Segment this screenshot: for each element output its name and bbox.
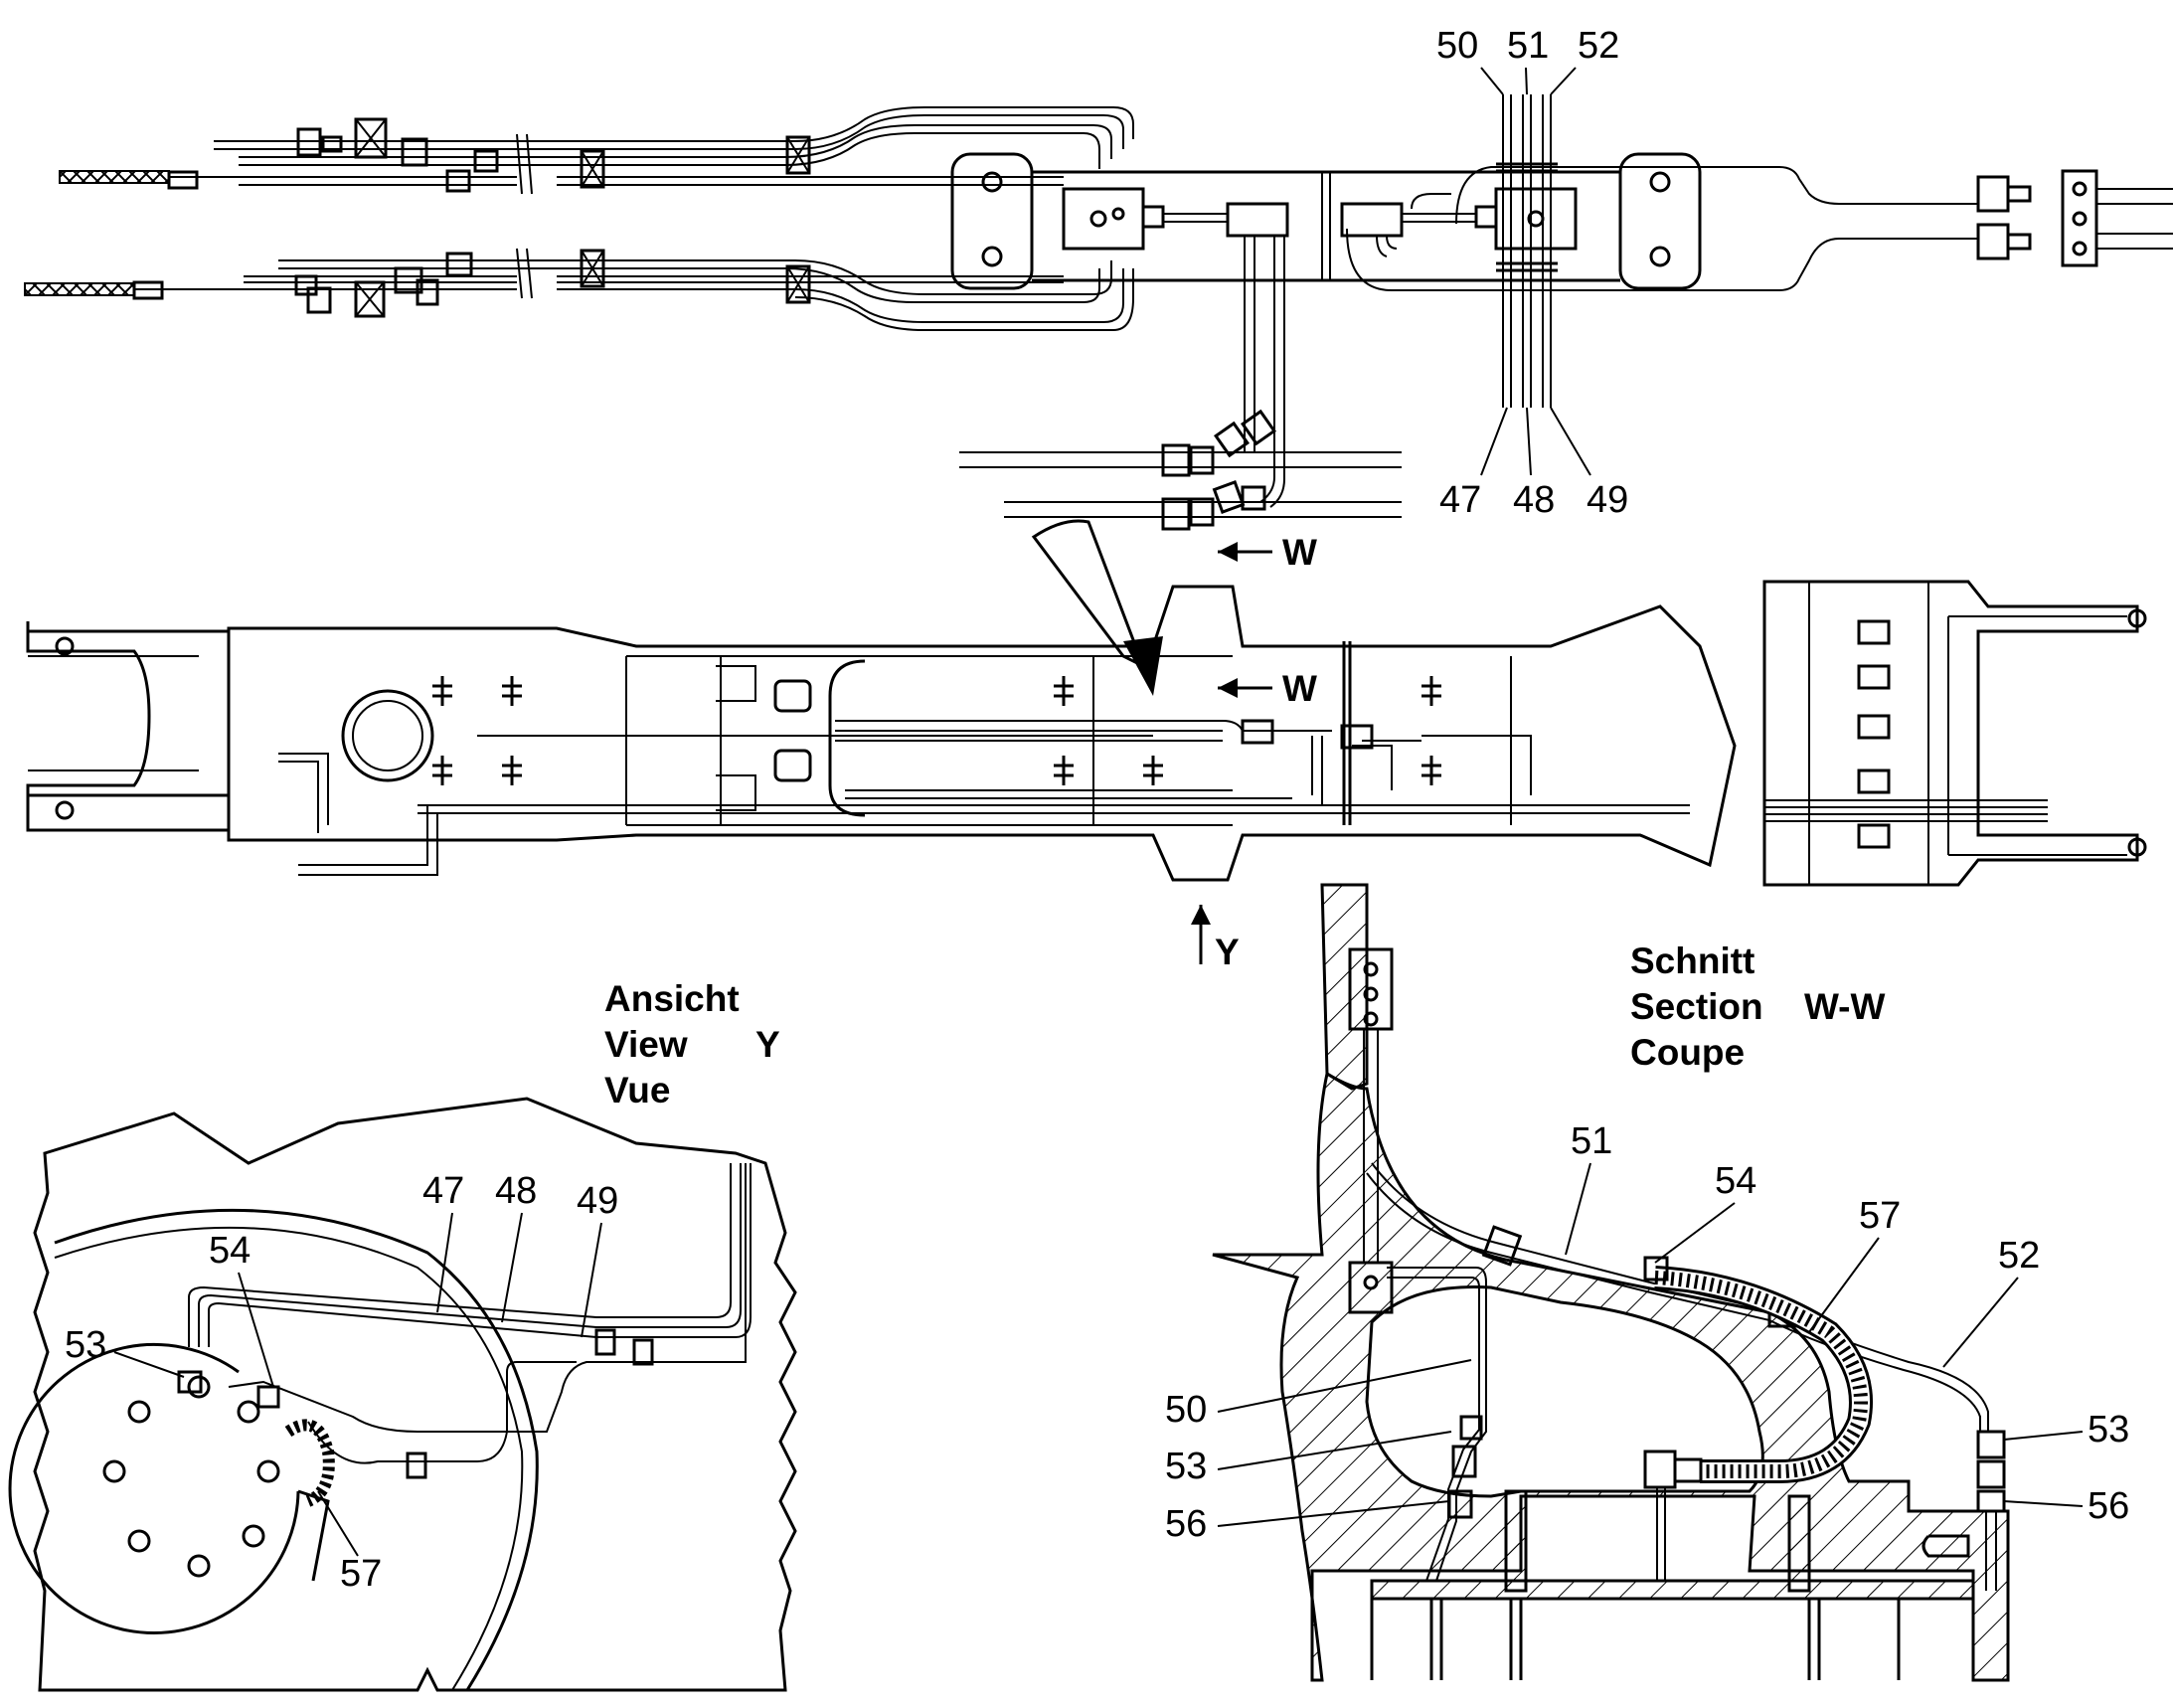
right-end-fittings	[1976, 169, 2173, 267]
callout-56-section: 56	[1165, 1503, 1207, 1545]
callout-54-section: 54	[1715, 1160, 1756, 1202]
callout-52-top: 52	[1578, 25, 1619, 67]
valve-block-left	[1062, 187, 1165, 251]
callout-54-view-y: 54	[209, 1230, 251, 1272]
hub-bolts	[102, 1375, 280, 1578]
section-marker-w-top: W	[1282, 532, 1317, 573]
section-ww-callouts: 51 54 57 52 50 53 56 53 56	[1165, 1120, 2129, 1545]
callout-51-section: 51	[1571, 1120, 1612, 1162]
valve-block-center	[1163, 202, 1476, 238]
frame-outline	[227, 585, 1737, 882]
right-loop	[1346, 228, 1978, 291]
break-lines	[516, 133, 533, 299]
frame-hoses	[278, 719, 1690, 876]
view-y-break-outline	[33, 1097, 797, 1692]
callout-51-top: 51	[1507, 25, 1549, 67]
view-y-callouts: 47 48 49 54 53 57	[65, 1170, 618, 1595]
upper-pipe-bundle	[169, 106, 1134, 186]
view-y-title-line-3: Vue	[604, 1070, 670, 1110]
side-view	[26, 519, 2147, 887]
wheel-hub	[8, 1342, 300, 1634]
callout-47-view-y: 47	[422, 1170, 464, 1212]
callout-50-section: 50	[1165, 1389, 1207, 1431]
frame-fork-left	[26, 629, 231, 797]
callout-53-section-right: 53	[2088, 1409, 2129, 1451]
top-view-callouts: 50 51 52 47 48 49	[1436, 25, 1628, 521]
braided-hose-lower	[24, 282, 135, 296]
section-marker-y: Y	[1215, 932, 1240, 972]
braided-hose-57-section	[1654, 1271, 1868, 1478]
section-ww-title-line-1: Schnitt	[1630, 940, 1755, 981]
callout-48-top: 48	[1513, 479, 1555, 521]
bracket-symbols	[432, 676, 1441, 785]
callout-53-view-y: 53	[65, 1324, 106, 1366]
view-y-drawing	[8, 1097, 797, 1692]
king-pin-bore	[341, 689, 434, 782]
vertical-pipes-47-52	[1496, 94, 1558, 408]
top-view	[24, 94, 2173, 531]
view-y-title-line-2: View	[604, 1024, 688, 1065]
view-y-title-line-1: Ansicht	[604, 978, 740, 1019]
swivel-fittings	[959, 409, 1402, 531]
callout-49-view-y: 49	[577, 1180, 618, 1222]
callout-57-section: 57	[1859, 1195, 1901, 1237]
lower-fittings	[132, 249, 811, 318]
callout-57-view-y: 57	[340, 1553, 382, 1595]
section-marker-w-mid: W	[1282, 668, 1317, 709]
view-y-title: Ansicht View Y Vue	[604, 978, 780, 1110]
upper-fittings	[167, 117, 811, 193]
section-ww-letter: W-W	[1804, 986, 1886, 1027]
callout-53-section: 53	[1165, 1446, 1207, 1487]
frame-fork-right	[1762, 580, 2147, 887]
braided-hose-upper	[59, 170, 170, 184]
section-ww-title-line-2: Section	[1630, 986, 1763, 1027]
section-markers: W W Y	[1191, 532, 1317, 972]
valve-block-right	[1474, 187, 1578, 251]
callout-50-top: 50	[1436, 25, 1478, 67]
section-ww-title-line-3: Coupe	[1630, 1032, 1745, 1073]
callout-48-view-y: 48	[495, 1170, 537, 1212]
frame-plate-right	[1618, 152, 1702, 290]
callout-47-top: 47	[1439, 479, 1481, 521]
section-ww-title: Schnitt Section W-W Coupe	[1630, 940, 1886, 1073]
section-ww-drawing	[1212, 883, 2010, 1682]
lower-pipe-bundle	[134, 259, 1134, 331]
callout-52-section: 52	[1998, 1235, 2040, 1277]
frame-plate-left	[950, 152, 1034, 290]
down-pipes	[1244, 235, 1398, 508]
callout-56-section-right: 56	[2088, 1485, 2129, 1527]
view-y-letter: Y	[755, 1024, 780, 1065]
braided-hose-57	[284, 1419, 335, 1507]
callout-49-top: 49	[1587, 479, 1628, 521]
